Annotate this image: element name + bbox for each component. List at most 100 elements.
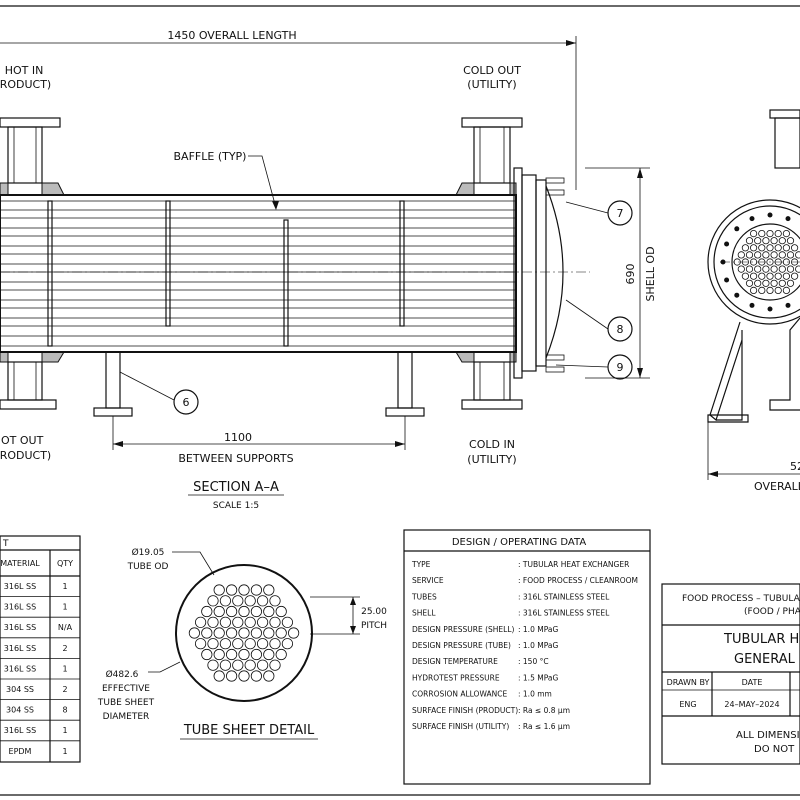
bom-row-qty: 1 [62,664,67,673]
design-row-label: SERVICE [412,576,444,585]
balloon-9-label: 9 [617,361,624,374]
end-view-tube-hole [786,237,795,245]
balloon-9 [607,354,633,380]
balloon-7 [607,200,633,226]
channel-flange [521,174,537,372]
tube-hole [269,616,281,628]
tube-hole [263,648,275,661]
hot-out-sub-label: (PRODUCT) [0,449,51,462]
shell-od-value: 690 [624,264,637,285]
tube-hole [256,659,269,671]
design-row-value: : Ra ≤ 1.6 µm [518,722,570,731]
tube-hole [213,605,225,618]
tube-hole [219,595,231,607]
tube-hole [281,616,293,628]
bom-row-qty: N/A [58,623,73,632]
title-block-note1: ALL DIMENSI [736,730,800,741]
section-scale: SCALE 1:5 [213,501,259,511]
end-view-tube-hole [782,244,791,252]
bom-header: T [2,539,9,549]
end-view-tube-hole [754,279,762,287]
end-view-tube-hole [778,251,786,259]
bom-row-material: 316L SS [4,664,36,673]
end-view-tube-hole [749,286,758,294]
between-supports-value: 1100 [224,431,252,444]
tube-hole [256,595,269,607]
bolt-hole [749,302,755,308]
end-view-tube-holes [733,230,800,294]
end-view-tube-hole [758,272,766,280]
bom-row-material: 304 SS [6,685,34,694]
end-view-tube-hole [762,279,770,287]
tube-sheet-detail: Ø19.05 TUBE OD 25.00 PITCH Ø482.6 EFFECT… [97,547,387,740]
pitch-label: PITCH [361,621,387,631]
title-block-title2: GENERAL [734,652,796,667]
drawn-by-value: ENG [679,700,696,709]
overall-length-label: 1450 OVERALL LENGTH [167,29,296,42]
bom-row-material: 316L SS [4,582,36,591]
bom-col-material: MATERIAL [0,559,40,568]
design-row-value: : 150 °C [518,657,549,666]
tube-hole [195,616,207,628]
tube-hole [201,627,213,639]
end-view-tube-hole [786,265,795,273]
end-view-tube-hole [766,244,774,252]
bolt-hole [767,212,773,218]
tube-hole [226,627,238,639]
bom-row-qty: 1 [62,747,67,756]
design-row-label: SURFACE FINISH (UTILITY) [412,722,509,731]
tube-hole [232,595,244,607]
bom-row-qty: 2 [62,685,67,694]
design-row-label: DESIGN PRESSURE (TUBE) [412,641,511,650]
end-view-tube-hole [766,230,774,238]
title-block: FOOD PROCESS – TUBULA (FOOD / PHA TUBULA… [661,583,800,765]
end-view-tube-hole [762,237,770,245]
end-view-tube-hole [754,265,762,273]
balloon-8-label: 8 [617,323,624,336]
tube-hole [244,616,256,628]
design-row-label: DESIGN TEMPERATURE [412,657,498,666]
end-view-tube-hole [795,265,800,273]
end-view-tube-hole [758,230,766,238]
hot-out-nozzle [0,351,65,410]
hot-in-label: HOT IN [5,64,44,77]
end-view-tube-hole [737,265,745,273]
tube-hole [201,648,213,661]
bolt-hole [785,302,791,308]
bom-row-material: EPDM [9,747,32,756]
tube-hole [250,605,262,618]
tube-hole [256,616,269,628]
shell-od-label: SHELL OD [644,246,657,301]
end-view-tube-hole [786,279,795,287]
title-block-note2: DO NOT [754,744,795,755]
tube-hole [275,605,287,618]
tube-hole [244,595,256,607]
end-view-tube-hole [774,244,782,252]
tube-hole [232,659,244,671]
end-view-tube-hole [762,265,770,273]
between-supports-label: BETWEEN SUPPORTS [178,452,293,465]
tube-hole [238,670,250,682]
pitch-value: 25.00 [361,607,387,617]
end-view-tube-hole [749,230,758,238]
design-row-value: : 1.0 MPaG [518,641,558,650]
design-row-label: CORROSION ALLOWANCE [412,690,507,699]
tube-hole [256,638,269,650]
tube-sheet-label: TUBE SHEET [97,698,155,708]
end-view-tube-hole [795,251,800,259]
tube-hole [263,627,275,639]
tube-hole [207,659,219,671]
end-view-tube-hole [745,279,754,287]
dished-head [545,185,564,359]
bom-row-qty: 1 [62,726,67,735]
hot-in-sub-label: (PRODUCT) [0,78,51,91]
end-view-tube-hole [745,237,754,245]
end-view-tube-hole [774,230,782,238]
end-view-tube-hole [766,272,774,280]
tube-hole [250,648,262,661]
cold-in-sub-label: (UTILITY) [467,453,516,466]
design-row-label: SHELL [412,609,436,618]
bolt-hole [734,292,740,298]
bom-row-qty: 1 [62,582,67,591]
